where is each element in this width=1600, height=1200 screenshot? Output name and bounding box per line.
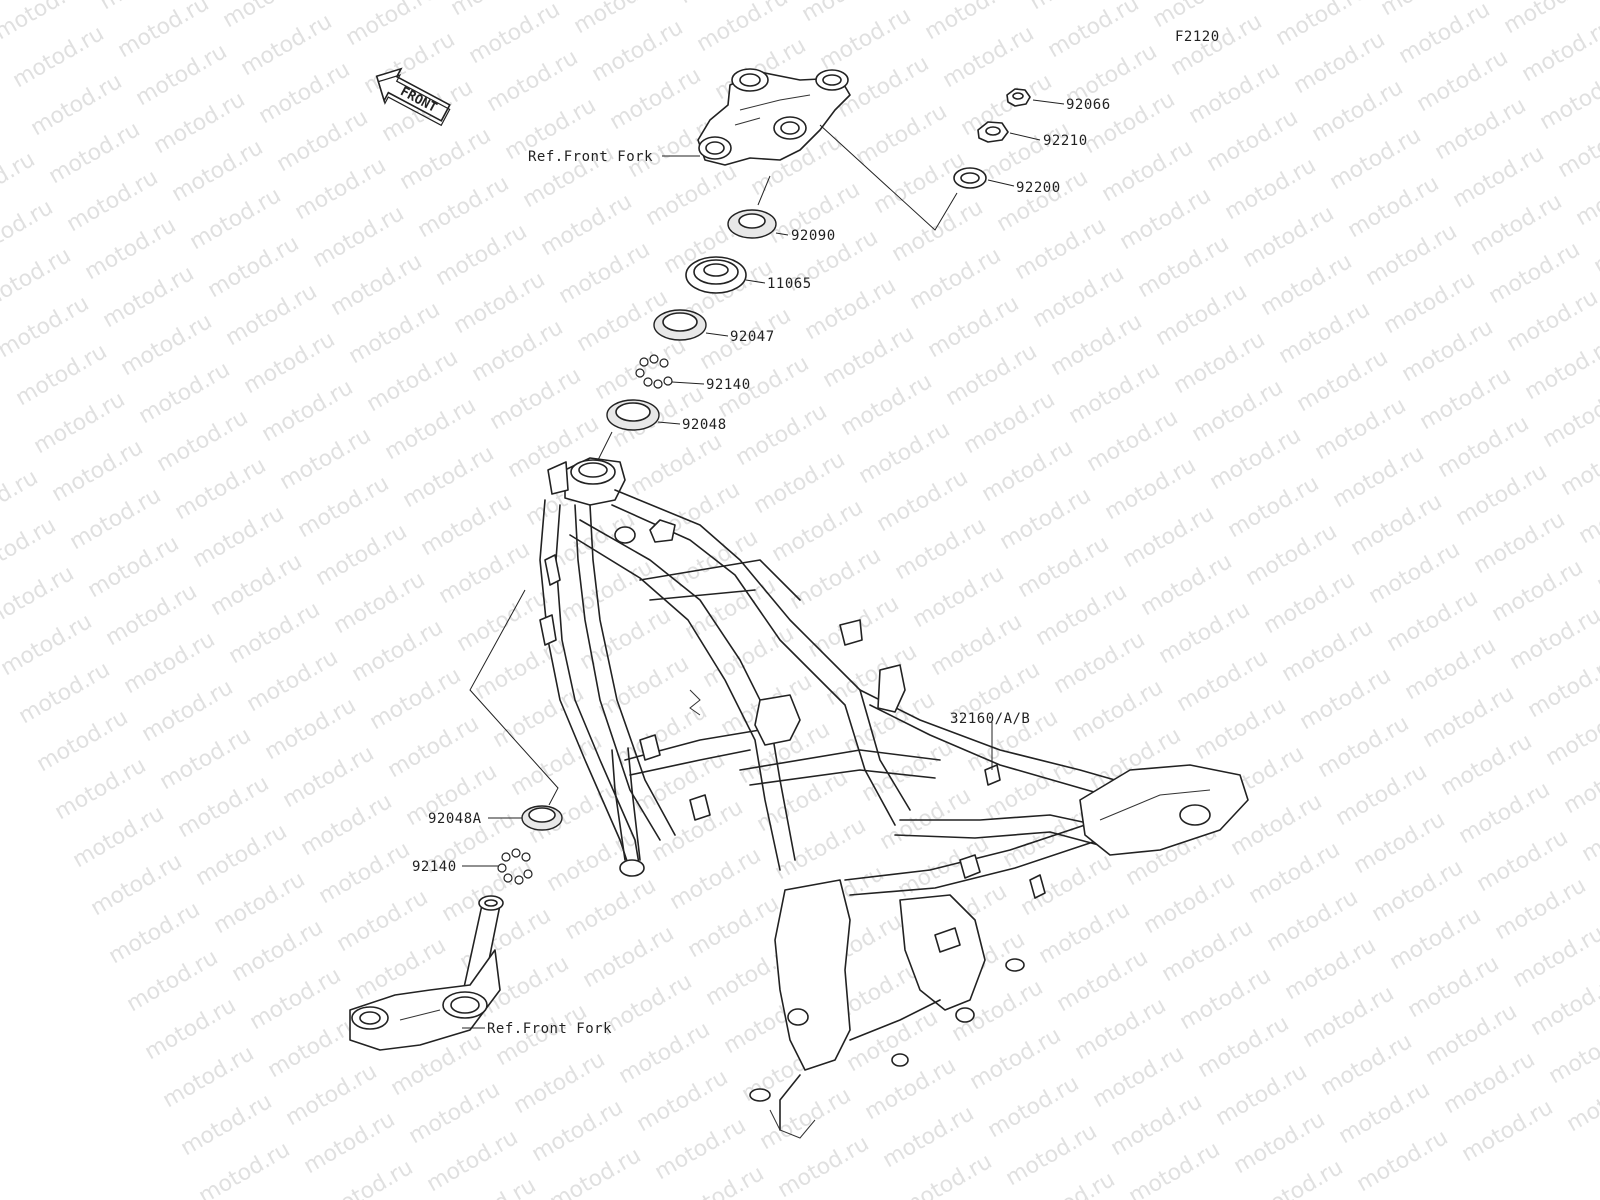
balls-92140-lower bbox=[497, 848, 533, 885]
upper-triple-clamp bbox=[697, 68, 851, 166]
front-arrow-icon: FRONT bbox=[375, 67, 451, 127]
nut-92066 bbox=[1006, 88, 1031, 107]
callout-92210: 92210 bbox=[1043, 133, 1088, 149]
diagram-code: F2120 bbox=[1175, 29, 1220, 45]
callout-ref-front-fork-upper: Ref.Front Fork bbox=[528, 149, 653, 165]
cap-11065 bbox=[685, 256, 747, 294]
callout-92048: 92048 bbox=[682, 417, 727, 433]
callout-ref-front-fork-lower: Ref.Front Fork bbox=[487, 1021, 612, 1037]
callout-92090: 92090 bbox=[791, 228, 836, 244]
nut-92210 bbox=[977, 121, 1009, 143]
motorcycle-frame bbox=[539, 457, 1249, 1139]
callout-92140-lower: 92140 bbox=[412, 859, 457, 875]
callout-92047: 92047 bbox=[730, 329, 775, 345]
callout-labels: Ref.Front Fork 92066 92210 92200 92090 1… bbox=[412, 97, 1111, 1037]
lower-triple-clamp-stem bbox=[349, 895, 504, 1051]
callout-32160: 32160/A/B bbox=[950, 711, 1030, 727]
balls-92140-upper bbox=[635, 354, 673, 389]
leader-lines bbox=[462, 99, 1065, 1029]
callout-92048A: 92048A bbox=[428, 811, 482, 827]
callout-92200: 92200 bbox=[1016, 180, 1061, 196]
seal-92090 bbox=[727, 209, 777, 239]
callout-92140-upper: 92140 bbox=[706, 377, 751, 393]
race-92048A bbox=[521, 805, 563, 831]
washer-92200 bbox=[953, 167, 987, 189]
callout-11065: 11065 bbox=[767, 276, 812, 292]
race-92047 bbox=[653, 309, 707, 341]
callout-92066: 92066 bbox=[1066, 97, 1111, 113]
race-92048 bbox=[606, 399, 660, 431]
